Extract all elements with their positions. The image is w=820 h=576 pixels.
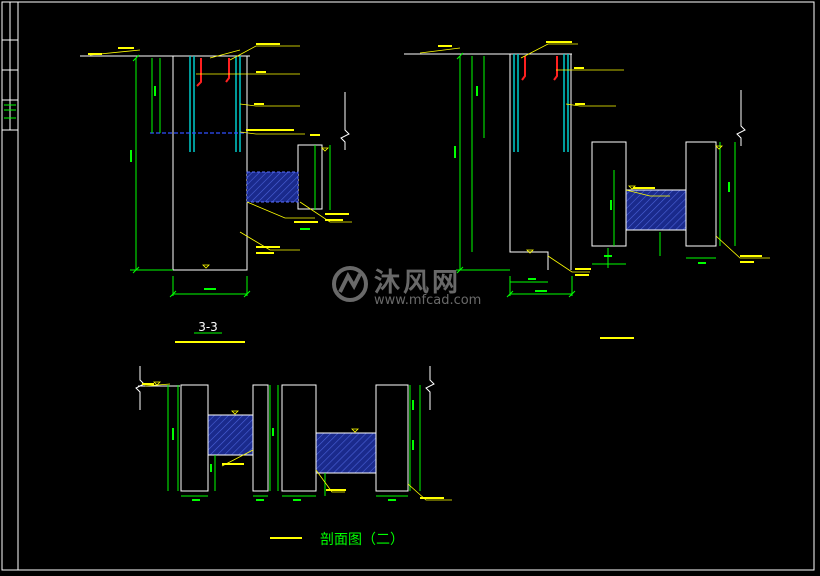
drawing-title: 剖面图（二） — [320, 532, 404, 548]
hatched-passage-lower-1 — [207, 414, 254, 456]
title-block-marks — [4, 104, 16, 119]
level-marks-left — [202, 147, 329, 269]
watermark-text: 沐风网 — [374, 268, 462, 298]
hatched-passage-lower-2 — [315, 432, 377, 474]
leader-text-left — [88, 43, 349, 254]
level-marks-right — [526, 145, 723, 254]
watermark: 沐风网 www.mfcad.com — [330, 262, 500, 310]
diaphragm-wall-right — [509, 54, 717, 270]
section-lower: 剖面图（二） — [135, 366, 452, 548]
dimension-lines-right — [456, 56, 736, 296]
rebar-right — [513, 54, 569, 152]
hatched-passage-right — [625, 189, 687, 231]
leader-lines-right — [419, 43, 770, 273]
break-symbol-left — [340, 92, 350, 150]
watermark-url: www.mfcad.com — [374, 293, 482, 308]
red-marks-right — [521, 56, 558, 81]
dimension-ticks-right — [456, 52, 576, 298]
section-3-3-title: 3-3 — [198, 320, 218, 334]
dimension-ticks-left — [132, 54, 251, 298]
subtitle-text-3-3 — [175, 341, 245, 343]
leader-text-right — [438, 41, 762, 276]
red-marks-left — [196, 58, 230, 87]
dimension-lines-lower — [167, 385, 421, 497]
leader-lines-left — [89, 45, 352, 251]
diaphragm-wall-left — [172, 55, 248, 271]
section-3-3: 3-3 — [80, 43, 352, 343]
leader-text-lower — [142, 383, 444, 499]
dimension-text-left — [130, 86, 310, 290]
leader-lines-lower — [144, 383, 452, 501]
rebar-left — [189, 56, 241, 152]
section-right-upper — [404, 41, 770, 339]
break-symbol-right-top — [736, 90, 746, 146]
dimension-text-right — [454, 86, 730, 292]
adjacent-structure-left — [297, 144, 323, 210]
dimension-text-lower — [172, 400, 414, 501]
hatched-passage-left — [246, 171, 299, 203]
mfcad-logo-icon — [332, 266, 368, 302]
dimension-lines-left — [130, 58, 331, 296]
level-marks-lower — [153, 381, 359, 433]
